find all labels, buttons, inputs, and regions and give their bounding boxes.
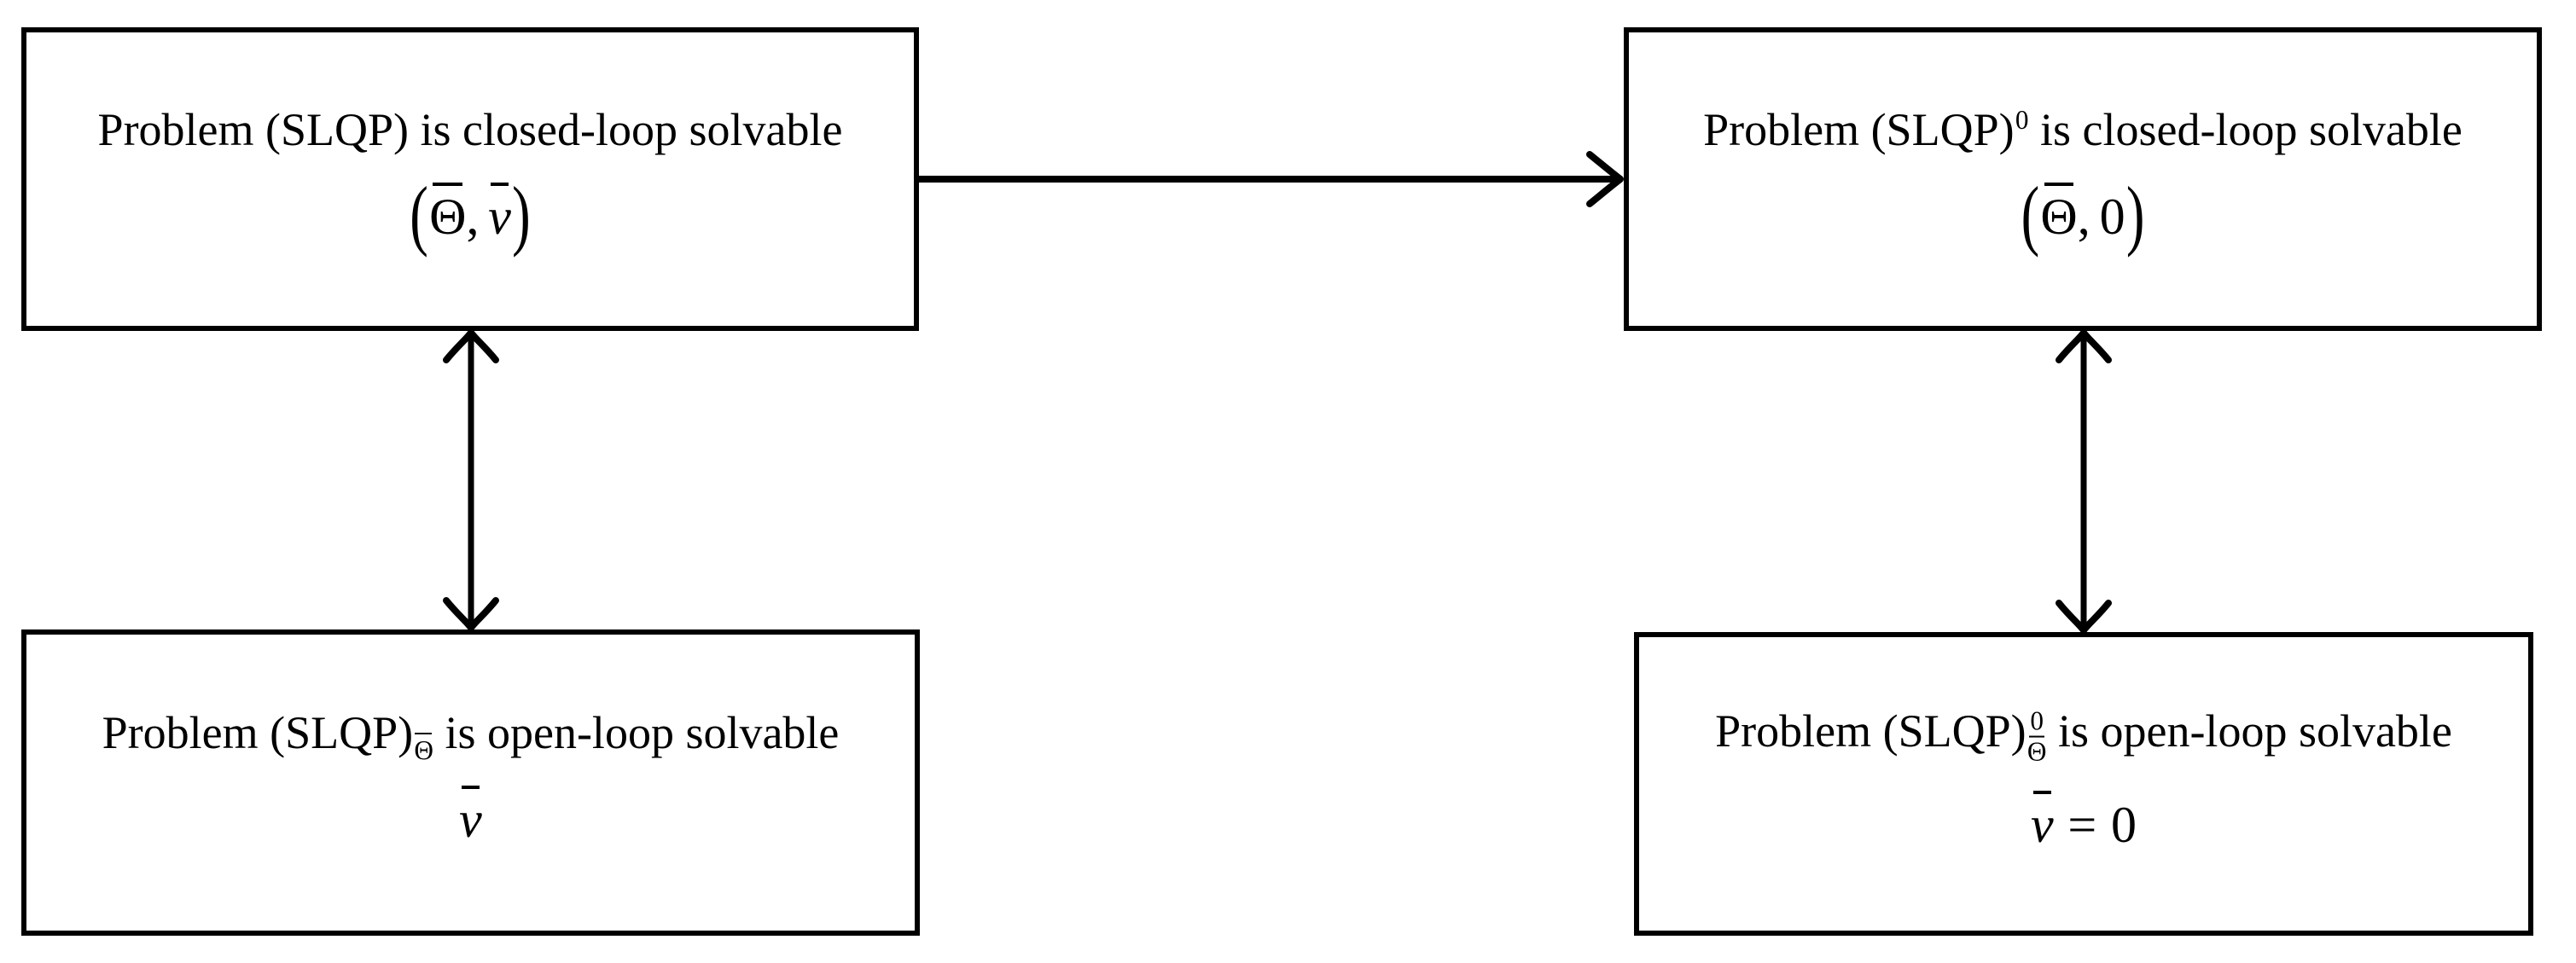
- zero-symbol: 0: [2111, 796, 2137, 853]
- node-slqp0-closed-loop: Problem (SLQP)0 is closed-loop solvable …: [1624, 27, 2542, 331]
- node-slqp-closed-loop: Problem (SLQP) is closed-loop solvable (…: [21, 27, 919, 331]
- v-bar-symbol: v: [2030, 790, 2054, 853]
- node-math: (Θ,0): [2020, 171, 2145, 258]
- node-title: Problem (SLQP)0 is closed-loop solvable: [1703, 103, 2463, 156]
- comma: ,: [2077, 188, 2090, 245]
- right-paren: ): [2125, 171, 2145, 258]
- node-math: (Θ,v): [409, 171, 532, 258]
- title-text: is open-loop solvable: [433, 707, 840, 759]
- title-text: Problem (SLQP): [1703, 103, 2015, 155]
- left-paren: (: [410, 171, 428, 258]
- zero-symbol: 0: [2099, 188, 2125, 245]
- double-arrow-top-right-bottom-right: [2056, 329, 2112, 634]
- title-text: Problem (SLQP): [102, 707, 414, 759]
- node-title: Problem (SLQP) is closed-loop solvable: [98, 103, 843, 156]
- superscript-zero: 0: [2015, 104, 2029, 135]
- v-bar-symbol: v: [459, 786, 482, 849]
- title-text: Problem (SLQP): [1715, 705, 2026, 757]
- theta-bar-symbol: Θ: [2040, 182, 2078, 245]
- title-text: is open-loop solvable: [2046, 705, 2452, 757]
- v-bar-symbol: v: [488, 182, 511, 245]
- right-paren: ): [512, 171, 531, 258]
- node-title: Problem (SLQP)Θ is open-loop solvable: [102, 706, 840, 765]
- comma: ,: [466, 188, 480, 245]
- double-arrow-top-left-bottom-left: [443, 329, 499, 631]
- superscript-zero: 0: [2030, 705, 2044, 736]
- equals-sign: =: [2067, 796, 2097, 853]
- title-text: is closed-loop solvable: [2028, 103, 2463, 155]
- node-math: v=0: [2031, 786, 2137, 863]
- theta-bar-symbol: Θ: [429, 182, 467, 245]
- arrow-top-left-to-top-right: [919, 151, 1624, 207]
- title-text: Problem (SLQP) is closed-loop solvable: [97, 103, 843, 155]
- subscript-theta-bar: Θ: [414, 732, 433, 765]
- subscript-theta-bar: Θ: [2026, 735, 2047, 767]
- node-math: v: [459, 782, 482, 859]
- left-paren: (: [2021, 171, 2040, 258]
- node-slqp-theta-open-loop: Problem (SLQP)Θ is open-loop solvable v: [21, 629, 920, 936]
